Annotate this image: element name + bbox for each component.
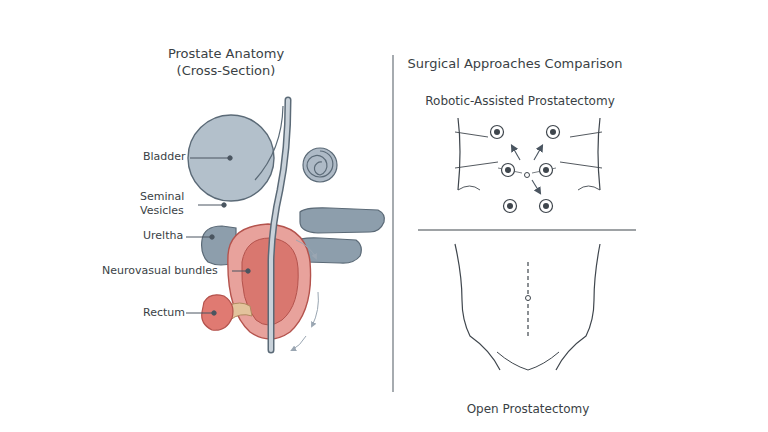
part-label: Neurovasual bundles xyxy=(102,264,218,278)
panel-title: Prostate Anatomy (Cross-Section) xyxy=(151,46,301,80)
section-divider xyxy=(418,229,636,230)
section-label: Open Prostatectomy xyxy=(467,402,590,418)
section-label: Robotic-Assisted Prostatectomy xyxy=(425,94,615,110)
open-torso xyxy=(455,244,600,370)
panel-title: Surgical Approaches Comparison xyxy=(408,56,623,73)
panel-divider xyxy=(392,55,393,392)
robotic-torso xyxy=(455,118,602,213)
anatomy-drawing xyxy=(186,100,384,350)
part-label: Bladder xyxy=(143,150,186,164)
part-label: Ureltha xyxy=(143,229,183,243)
part-label: Seminal Vesicles xyxy=(140,190,198,219)
part-label: Rectum xyxy=(143,306,185,320)
